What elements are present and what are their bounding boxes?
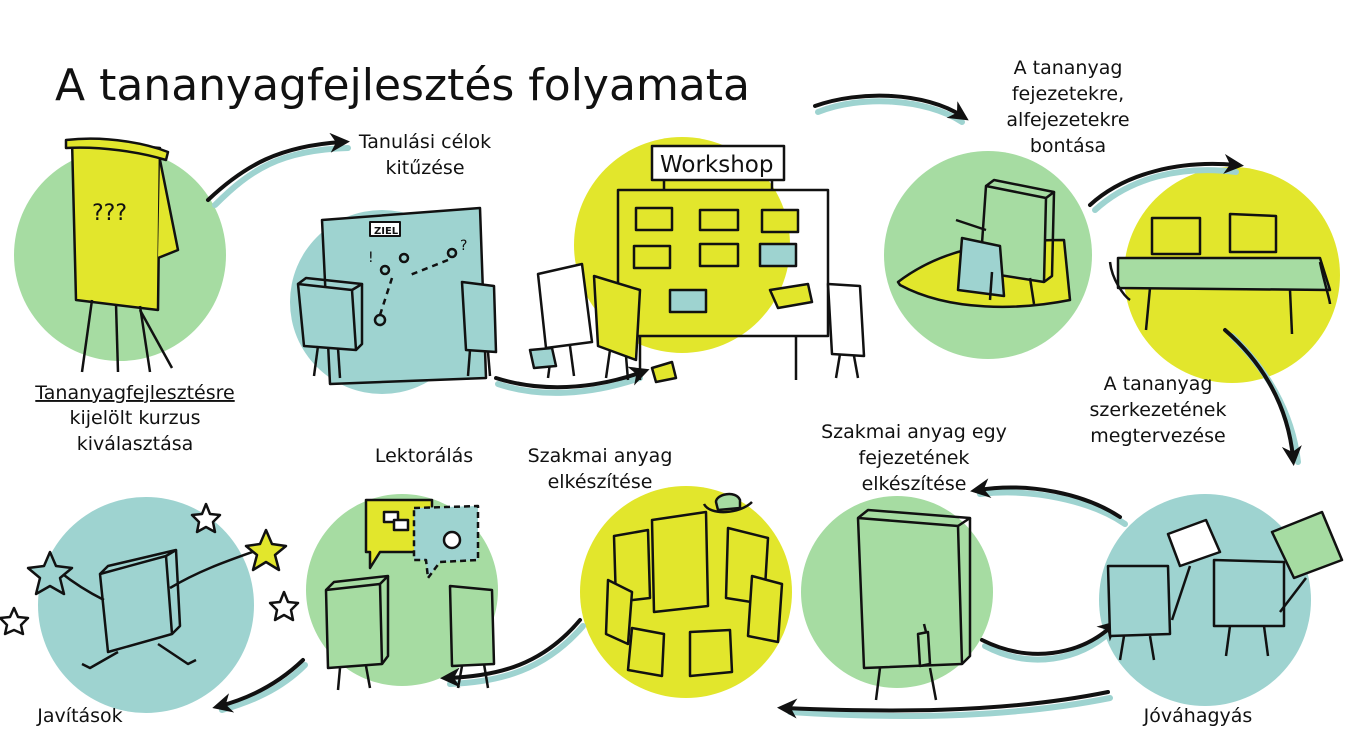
label-celok: Tanulási célok kitűzése [358, 131, 491, 179]
step-labels: Tananyagfejlesztésre kijelölt kurzus kiv… [34, 57, 1252, 727]
svg-text:A tananyag: A tananyag [1014, 57, 1123, 79]
group-illustration [604, 492, 784, 678]
svg-text:szerkezetének: szerkezetének [1090, 399, 1227, 421]
svg-text:alfejezetekre: alfejezetekre [1006, 109, 1129, 131]
arrow-7 [980, 620, 1118, 656]
star-icon [0, 606, 30, 636]
ziel-sign: ZIEL [374, 226, 399, 237]
svg-text:fejezetekre,: fejezetekre, [1012, 83, 1124, 105]
flipchart-illustration: ??? [64, 137, 180, 373]
page-title: A tananyagfejlesztés folyamata [55, 60, 750, 111]
workshop-banner [650, 144, 786, 182]
star-icon [268, 590, 300, 622]
svg-text:kiválasztása: kiválasztása [77, 433, 194, 455]
label-szerkezet: A tananyag szerkezetének megtervezése [1090, 373, 1227, 447]
review-illustration [324, 498, 496, 691]
svg-text:Szakmai anyag: Szakmai anyag [528, 445, 673, 467]
svg-text:A tananyag: A tananyag [1104, 373, 1213, 395]
label-jovahagyas: Jóváhagyás [1143, 705, 1253, 727]
label-lektoralas: Lektorálás [375, 445, 473, 467]
label-kivalasztas: Tananyagfejlesztésre kijelölt kurzus kiv… [34, 382, 234, 455]
svg-text:Szakmai anyag egy: Szakmai anyag egy [821, 421, 1007, 443]
svg-text:Javítások: Javítások [36, 705, 122, 727]
arrows [206, 93, 1302, 720]
approval-illustration [1106, 510, 1344, 661]
svg-text:elkészítése: elkészítése [862, 473, 967, 495]
svg-text:elkészítése: elkészítése [548, 471, 653, 493]
workshop-illustration: Workshop [528, 144, 866, 384]
arrow-9 [440, 618, 582, 688]
workshop-banner-text: Workshop [660, 152, 773, 178]
label-bontas: A tananyag fejezetekre, alfejezetekre bo… [1006, 57, 1129, 157]
svg-text:Jóváhagyás: Jóváhagyás [1143, 705, 1253, 727]
arrow-8 [777, 690, 1110, 719]
svg-text:bontása: bontása [1030, 135, 1106, 157]
star-icon [190, 502, 222, 534]
svg-text:!: ! [368, 250, 374, 266]
star-icon [26, 550, 74, 596]
svg-text:Lektorálás: Lektorálás [375, 445, 473, 467]
goal-board-illustration: ZIEL ! ? [296, 206, 498, 386]
svg-text:kitűzése: kitűzése [385, 157, 464, 179]
svg-text:Tanulási célok: Tanulási célok [358, 131, 491, 153]
label-fejezet: Szakmai anyag egy fejezetének elkészítés… [821, 421, 1007, 495]
question-marks-icon: ??? [92, 201, 127, 226]
svg-text:?: ? [460, 238, 467, 254]
arrow-2 [494, 366, 650, 390]
star-icon [244, 528, 288, 572]
table-illustration [1108, 212, 1332, 335]
svg-text:Tananyagfejlesztésre: Tananyagfejlesztésre [34, 382, 234, 404]
arrow-1 [206, 132, 350, 202]
celebration-illustration [0, 502, 300, 670]
presenter-illustration [896, 178, 1072, 309]
arrow-10 [212, 658, 305, 713]
label-szakmai: Szakmai anyag elkészítése [528, 445, 673, 493]
arrow-6 [970, 478, 1122, 519]
arrow-3 [813, 93, 969, 121]
label-javitasok: Javítások [36, 705, 122, 727]
arrow-5 [1223, 328, 1302, 466]
writer-illustration [856, 508, 972, 701]
arrow-4 [1088, 153, 1244, 207]
svg-text:kijelölt kurzus: kijelölt kurzus [69, 407, 200, 429]
svg-text:fejezetének: fejezetének [859, 447, 970, 469]
svg-text:megtervezése: megtervezése [1090, 425, 1225, 447]
